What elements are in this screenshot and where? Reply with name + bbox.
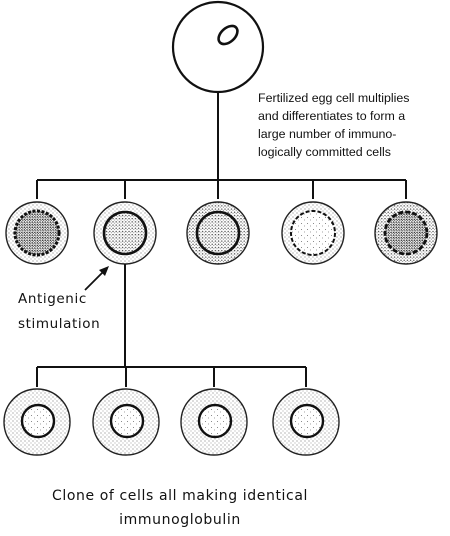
svg-text:stimulation: stimulation: [18, 316, 100, 332]
svg-text:Clone of cells all making iden: Clone of cells all making identical: [52, 488, 308, 504]
committed-cell-1: [5, 201, 69, 265]
clone-cell-2: [92, 388, 160, 456]
antigen-arrow: [84, 266, 109, 291]
antigen-label: Antigenic stimulation: [18, 291, 100, 332]
lineage-connectors-top: [36, 92, 407, 199]
svg-text:and differentiates to form a: and differentiates to form a: [258, 109, 405, 123]
top-caption: Fertilized egg cell multiplies and diffe…: [258, 91, 410, 159]
clone-cell-1: [3, 388, 71, 456]
committed-cell-4: [281, 201, 345, 265]
svg-text:large number of immuno-: large number of immuno-: [258, 127, 396, 141]
svg-text:Fertilized egg cell multiplies: Fertilized egg cell multiplies: [258, 91, 410, 105]
bottom-caption: Clone of cells all making identical immu…: [52, 488, 308, 528]
svg-text:logically committed cells: logically committed cells: [258, 145, 391, 159]
clone-cell-4: [272, 388, 340, 456]
committed-cell-2: [93, 201, 157, 265]
fertilized-egg-cell: [171, 0, 265, 94]
svg-text:Antigenic: Antigenic: [18, 291, 87, 307]
svg-text:immunoglobulin: immunoglobulin: [119, 512, 241, 528]
clone-cell-3: [180, 388, 248, 456]
lineage-connectors-clone: [36, 264, 307, 387]
committed-cell-5: [374, 201, 438, 265]
committed-cell-3: [186, 201, 250, 265]
